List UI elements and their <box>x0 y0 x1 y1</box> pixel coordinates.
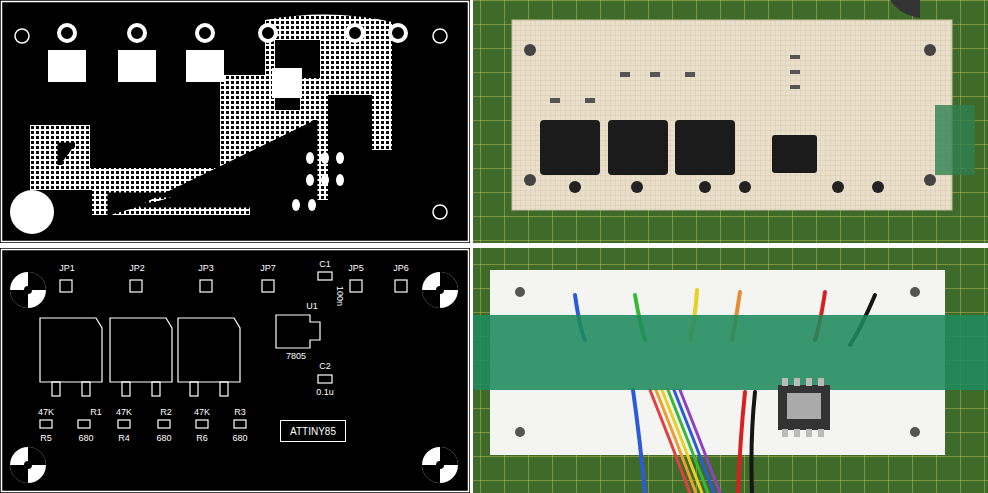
silkscreen-label: 7805 <box>286 351 306 361</box>
silkscreen-label: 47K <box>116 407 132 417</box>
ic-label: ATTINY85 <box>290 426 336 437</box>
silkscreen-label: R2 <box>160 407 172 417</box>
silkscreen-label: 680 <box>232 433 247 443</box>
silkscreen-label: R6 <box>196 433 208 443</box>
silkscreen-label: U1 <box>306 301 318 311</box>
silkscreen-label: JP5 <box>348 263 364 273</box>
silkscreen-label: JP3 <box>198 263 214 273</box>
silkscreen-label: R3 <box>234 407 246 417</box>
silkscreen-label: R4 <box>118 433 130 443</box>
silkscreen-label: 0.1u <box>316 387 334 397</box>
silkscreen-label: 47K <box>194 407 210 417</box>
silkscreen-label: 47K <box>38 407 54 417</box>
silkscreen-label: C2 <box>319 361 331 371</box>
silkscreen-label: C1 <box>319 259 331 269</box>
ic-outline: ATTINY85 <box>280 420 346 442</box>
silkscreen-label: R1 <box>90 407 102 417</box>
silkscreen-label: 100n <box>335 286 345 306</box>
silkscreen-label: 680 <box>78 433 93 443</box>
silkscreen-label: JP2 <box>129 263 145 273</box>
silkscreen-label: JP1 <box>59 263 75 273</box>
silkscreen-label: R5 <box>40 433 52 443</box>
silkscreen-label: JP6 <box>393 263 409 273</box>
silkscreen-label: JP7 <box>260 263 276 273</box>
silkscreen-label: 680 <box>156 433 171 443</box>
